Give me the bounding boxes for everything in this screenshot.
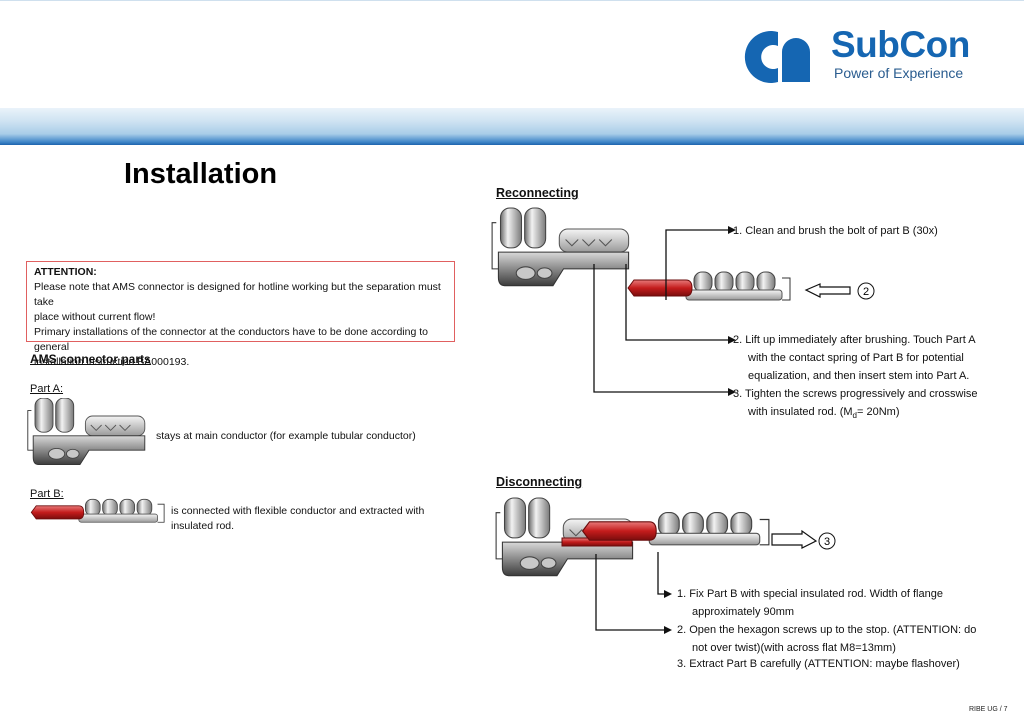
reconnect-step-3-line: with insulated rod. (Md= 20Nm) xyxy=(733,403,1013,425)
disconnect-step-1-line: 1. Fix Part B with special insulated rod… xyxy=(677,588,943,600)
connector-part-a-icon xyxy=(27,398,146,466)
part-b-label: Part B: xyxy=(30,488,64,500)
disconnect-step-2: 2. Open the hexagon screws up to the sto… xyxy=(677,621,997,657)
attention-heading: ATTENTION: xyxy=(34,266,97,278)
attention-box: ATTENTION: Please note that AMS connecto… xyxy=(26,261,455,368)
disconnect-step-2-line: 2. Open the hexagon screws up to the sto… xyxy=(677,624,977,636)
part-b-description: is connected with flexible conductor and… xyxy=(171,505,425,532)
torque-subscript: d xyxy=(852,411,857,421)
brand-tagline: Power of Experience xyxy=(834,65,964,81)
attention-line: installation instruction BA000193. xyxy=(34,356,190,368)
disconnecting-heading: Disconnecting xyxy=(496,475,583,489)
reconnect-step-1: 1. Clean and brush the bolt of part B (3… xyxy=(733,225,938,237)
reconnecting-diagram: 2 xyxy=(491,207,875,396)
page-number: RIBE UG / 7 xyxy=(969,706,1008,713)
reconnect-step-2-line: with the contact spring of Part B for po… xyxy=(748,352,964,364)
torque-value: = 20Nm) xyxy=(857,406,900,418)
disconnect-step-2-line: not over twist)(with across flat M8=13mm… xyxy=(692,642,896,654)
connector-part-b-icon xyxy=(30,498,165,523)
disconnect-marker: 3 xyxy=(824,536,830,548)
reconnect-step-2: 2. Lift up immediately after brushing. T… xyxy=(733,331,1013,385)
header-band xyxy=(0,108,1024,145)
disconnecting-diagram: 3 xyxy=(495,497,836,634)
part-a-description: stays at main conductor (for example tub… xyxy=(156,430,416,442)
arrow-left-icon xyxy=(804,283,851,298)
reconnect-step-2-line: equalization, and then insert stem into … xyxy=(748,370,970,382)
arrow-right-icon xyxy=(771,529,818,549)
reconnecting-heading: Reconnecting xyxy=(496,186,579,200)
reconnect-step-3: 3. Tighten the screws progressively and … xyxy=(733,385,1013,425)
torque-prefix: with insulated rod. (M xyxy=(748,406,853,418)
disconnect-step-1: 1. Fix Part B with special insulated rod… xyxy=(677,585,977,621)
attention-line: Please note that AMS connector is design… xyxy=(34,281,441,308)
reconnect-step-3-line: 3. Tighten the screws progressively and … xyxy=(733,388,978,400)
subcon-logo-icon xyxy=(744,31,810,83)
brand-name: SubCon xyxy=(831,24,970,65)
attention-line: Primary installations of the connector a… xyxy=(34,326,428,353)
reconnect-marker: 2 xyxy=(863,286,869,298)
parts-heading: AMS connector parts xyxy=(30,352,151,366)
part-a-label: Part A: xyxy=(30,383,64,395)
attention-line: place without current flow! xyxy=(34,311,156,323)
disconnect-step-1-line: approximately 90mm xyxy=(692,606,795,618)
reconnect-step-2-line: 2. Lift up immediately after brushing. T… xyxy=(733,334,976,346)
disconnect-step-3: 3. Extract Part B carefully (ATTENTION: … xyxy=(677,658,960,670)
page-title: Installation xyxy=(124,158,278,190)
